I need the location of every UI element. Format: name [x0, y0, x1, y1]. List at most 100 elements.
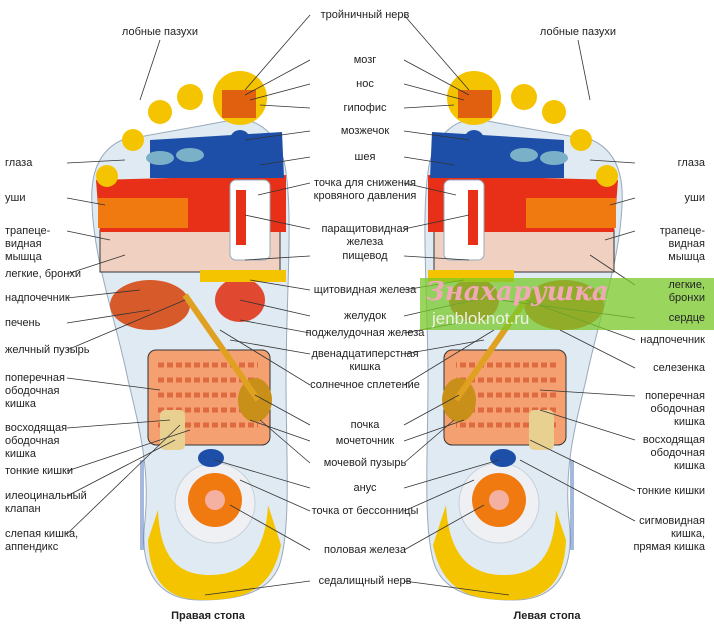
label-line: ободочная: [650, 447, 705, 459]
leader-line: [66, 424, 181, 535]
leader-line: [244, 214, 311, 230]
label-line: слепая кишка,: [5, 528, 79, 540]
leader-line: [229, 339, 311, 355]
label-left-1: глаза: [5, 157, 32, 170]
label-line: поперечная: [5, 372, 65, 384]
label-line: глаза: [5, 157, 33, 169]
label-line: почка: [350, 419, 380, 431]
label-line: прямая кишка: [633, 541, 705, 553]
label-center-9: щитовидная железа: [314, 284, 416, 297]
leader-line: [239, 479, 311, 512]
label-line: поперечная: [645, 390, 705, 402]
label-line: шея: [354, 151, 376, 163]
label-line: точка от бессонницы: [311, 505, 419, 517]
label-center-19: половая железа: [324, 544, 406, 557]
leader-line: [259, 419, 311, 464]
leader-line: [249, 279, 311, 291]
label-center-18: точка от бессонницы: [312, 505, 419, 518]
label-line: надпочечник: [5, 292, 70, 304]
label-line: пищевод: [342, 250, 388, 262]
label-line: кишка: [349, 361, 381, 373]
label-line: сигмовидная: [639, 515, 705, 527]
label-line: мозг: [353, 54, 377, 66]
label-line: видная: [5, 238, 42, 250]
leader-line: [559, 329, 636, 369]
leader-line: [609, 197, 636, 206]
label-center-13: солнечное сплетение: [310, 379, 420, 392]
label-line: тонкие кишки: [5, 465, 73, 477]
label-line: легкие, бронхи: [5, 268, 81, 280]
label-center-15: мочеточник: [336, 435, 394, 448]
label-line: уши: [684, 192, 705, 204]
leader-line: [529, 439, 636, 492]
left-foot-caption: Левая стопа: [513, 610, 581, 622]
leader-line: [66, 230, 111, 241]
label-center-5: шея: [355, 151, 376, 164]
label-right-4: легкие,бронхи: [668, 279, 705, 305]
label-right-1: глаза: [678, 157, 705, 170]
label-line: лобные пазухи: [121, 26, 199, 38]
leader-line: [403, 419, 465, 442]
watermark: Знахарушка jenbloknot.ru: [420, 278, 714, 330]
label-right-7: селезенка: [653, 362, 705, 375]
label-line: восходящая: [642, 434, 705, 446]
label-line: железа: [346, 236, 384, 248]
label-right-5: сердце: [669, 312, 705, 325]
leader-line: [403, 394, 460, 426]
label-line: нос: [356, 78, 374, 90]
label-line: лобные пазухи: [539, 26, 617, 38]
leader-line: [403, 329, 495, 386]
leader-line: [403, 156, 455, 166]
leader-line: [403, 130, 470, 141]
leader-line: [254, 394, 311, 426]
label-line: гипофис: [343, 102, 387, 114]
leader-line: [66, 377, 161, 391]
leader-line: [249, 419, 311, 442]
label-line: бронхи: [668, 292, 705, 304]
leader-line: [249, 83, 311, 101]
label-center-17: анус: [353, 482, 376, 495]
leader-line: [66, 419, 171, 429]
label-line: седалищный нерв: [318, 575, 412, 587]
label-line: кишка: [674, 460, 705, 472]
label-line: видная: [668, 238, 705, 250]
leader-line: [139, 39, 161, 101]
leader-line: [66, 197, 106, 206]
label-line: кишка: [5, 448, 36, 460]
label-left-6: печень: [5, 317, 40, 330]
leader-line: [219, 329, 311, 386]
label-center-4: мозжечок: [341, 125, 389, 138]
leader-line: [403, 580, 510, 596]
leader-line: [66, 159, 126, 164]
label-left-0: лобные пазухи: [122, 26, 198, 39]
label-center-10: желудок: [344, 310, 386, 323]
leader-line: [244, 14, 311, 91]
label-line: клапан: [5, 503, 41, 515]
label-line: печень: [5, 317, 41, 329]
label-line: мозжечок: [340, 125, 390, 137]
label-center-1: мозг: [354, 54, 377, 67]
label-line: надпочечник: [640, 334, 705, 346]
leader-line: [403, 459, 500, 489]
leader-line: [519, 459, 636, 522]
leader-line: [239, 319, 311, 334]
label-center-3: гипофис: [344, 102, 387, 115]
label-left-2: уши: [5, 192, 25, 205]
leader-line: [403, 479, 475, 512]
label-line: кишка,: [670, 528, 705, 540]
leader-line: [403, 59, 470, 96]
leader-line: [66, 429, 191, 472]
label-line: тонкие кишки: [637, 485, 705, 497]
label-center-11: поджелудочная железа: [306, 327, 425, 340]
label-center-8: пищевод: [342, 250, 387, 263]
leader-line: [589, 159, 636, 164]
leader-line: [403, 104, 455, 109]
leader-line: [204, 580, 311, 596]
